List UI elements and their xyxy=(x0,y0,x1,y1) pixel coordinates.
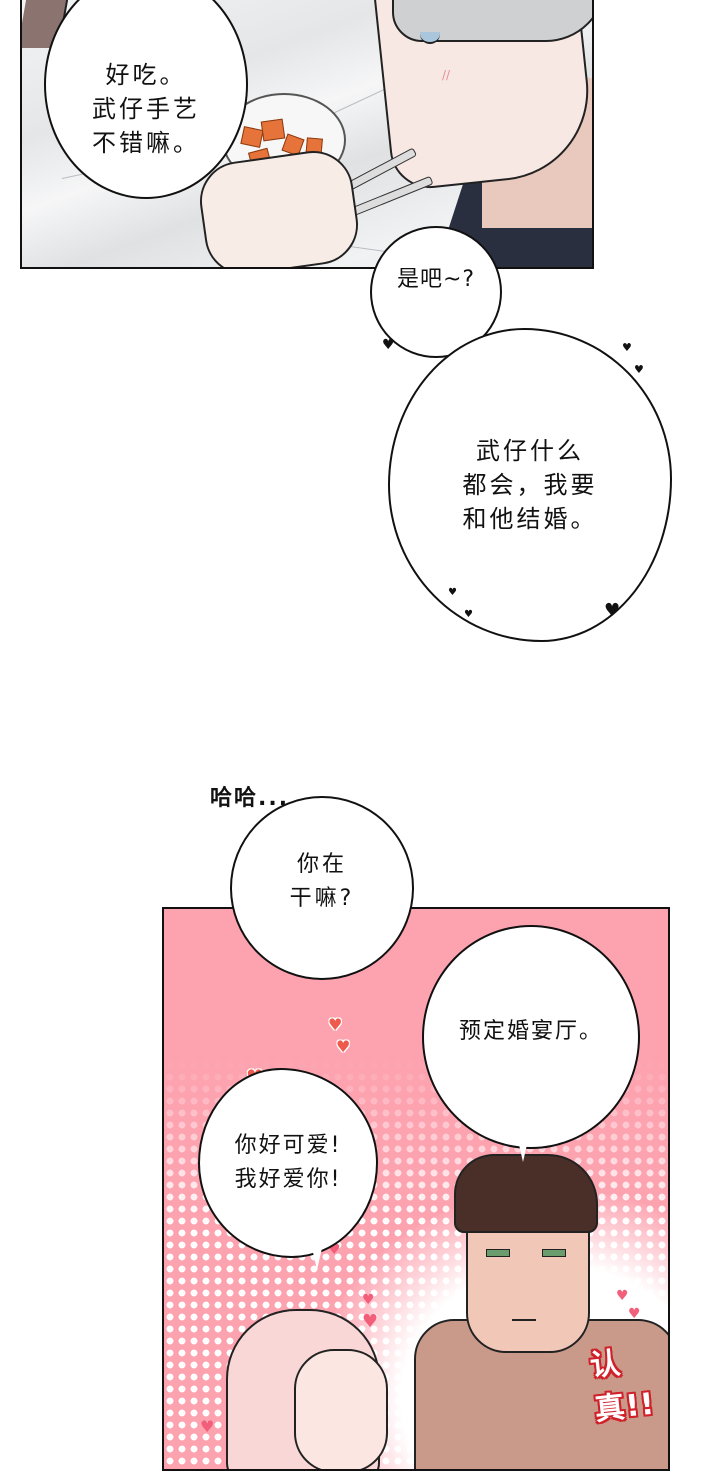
heart-icon: ♥ xyxy=(382,337,395,353)
bubble-text: 预定婚宴厅。 xyxy=(458,1019,603,1044)
character-eye xyxy=(420,32,440,44)
heart-icon: ♥ xyxy=(200,1417,215,1436)
heart-icon: ♥ xyxy=(336,1037,351,1056)
heart-icon: ♥ xyxy=(622,341,632,354)
character-eye xyxy=(542,1249,566,1257)
bubble-text: 你好可爱! 我好爱你! xyxy=(234,1133,342,1192)
heart-icon: ♥ xyxy=(448,587,457,598)
carrot-piece xyxy=(260,118,286,142)
bubble-text: 好吃。 武仔手艺 不错嘛。 xyxy=(92,60,200,157)
bubble-text: 是吧~? xyxy=(396,267,476,292)
heart-icon: ♥ xyxy=(628,1306,641,1322)
heart-icon: ♥ xyxy=(362,1292,375,1308)
speech-bubble-marry: 武仔什么 都会，我要 和他结婚。 xyxy=(388,328,672,642)
speech-bubble-tasty: 好吃。 武仔手艺 不错嘛。 xyxy=(44,0,248,199)
bubble-text: 武仔什么 都会，我要 和他结婚。 xyxy=(462,437,598,533)
heart-icon: ♥ xyxy=(464,609,473,620)
speech-bubble-cute: 你好可爱! 我好爱你! xyxy=(198,1068,378,1258)
dark-hair-character-hair xyxy=(454,1154,598,1233)
bubble-text: 你在 干嘛? xyxy=(289,852,355,911)
heart-icon: ♥ xyxy=(616,1288,629,1304)
carrot-piece xyxy=(240,126,264,148)
heart-icon: ♥ xyxy=(328,1015,343,1034)
laugh-text: 哈哈... xyxy=(210,786,290,811)
sfx-serious: 认真!! xyxy=(588,1345,657,1428)
bubble-tail xyxy=(518,1140,528,1162)
character-eye xyxy=(486,1249,510,1257)
speech-bubble-booking: 预定婚宴厅。 xyxy=(422,925,640,1149)
heart-icon: ♥ xyxy=(604,600,621,621)
blush-mark: // xyxy=(442,68,451,82)
speech-bubble-what: 你在 干嘛? xyxy=(230,796,414,980)
pink-hair-character-face xyxy=(294,1349,388,1469)
heart-icon: ♥ xyxy=(362,1311,379,1332)
character-mouth xyxy=(512,1319,536,1321)
bubble-tail xyxy=(312,1248,322,1270)
heart-icon: ♥ xyxy=(634,363,644,376)
